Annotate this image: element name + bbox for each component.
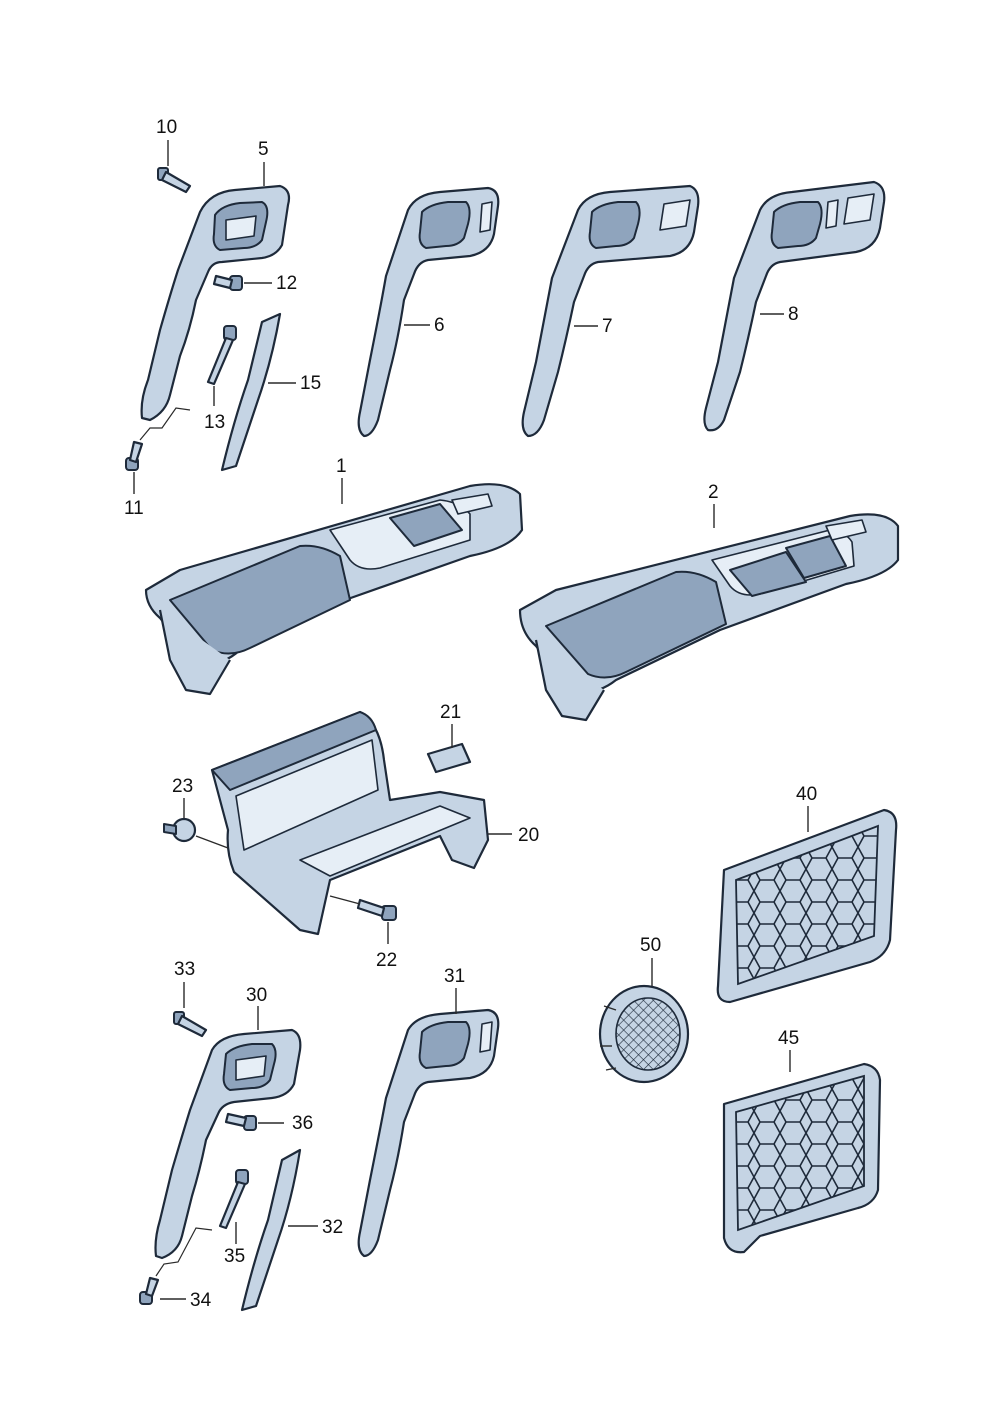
callout-15: 15 xyxy=(300,373,321,394)
part-6-handle-trim xyxy=(357,186,500,438)
callout-40: 40 xyxy=(796,784,817,805)
callout-12: 12 xyxy=(276,273,297,294)
callout-11: 11 xyxy=(124,498,144,519)
screw-35-icon xyxy=(218,1169,249,1230)
screw-33-icon xyxy=(173,1011,208,1038)
part-30-handle-trim xyxy=(154,1028,302,1260)
callout-5: 5 xyxy=(258,139,269,160)
callout-21: 21 xyxy=(440,702,461,723)
callout-7: 7 xyxy=(602,316,613,337)
callout-22: 22 xyxy=(376,950,397,971)
part-45-speaker-grille xyxy=(722,1062,882,1254)
callout-2: 2 xyxy=(708,482,719,503)
callout-10: 10 xyxy=(156,117,177,138)
callout-33: 33 xyxy=(174,959,195,980)
callout-6: 6 xyxy=(434,315,445,336)
callout-31: 31 xyxy=(444,966,465,987)
trim-strip-32 xyxy=(240,1148,302,1312)
screw-22-icon xyxy=(356,898,397,921)
leader-dash-11 xyxy=(139,407,191,441)
fastener-23-icon xyxy=(163,817,197,843)
leader-dash-34 xyxy=(155,1227,213,1277)
callout-35: 35 xyxy=(224,1246,245,1267)
part-8-handle-trim xyxy=(703,180,886,432)
screw-10-icon xyxy=(157,167,192,194)
screw-13-icon xyxy=(206,325,237,386)
callout-32: 32 xyxy=(322,1217,343,1238)
part-40-speaker-grille xyxy=(716,808,898,1004)
part-1-armrest xyxy=(144,483,524,696)
callout-1: 1 xyxy=(336,456,347,477)
leader-23b xyxy=(195,835,229,849)
part-20-bracket xyxy=(210,710,490,936)
callout-13: 13 xyxy=(204,412,225,433)
part-2-armrest xyxy=(518,513,900,722)
callout-23: 23 xyxy=(172,776,193,797)
part-5-handle-trim xyxy=(140,184,291,422)
part-7-handle-trim xyxy=(521,184,700,438)
trim-strip-15 xyxy=(220,312,282,472)
screw-11-icon xyxy=(125,440,144,471)
part-31-handle-trim xyxy=(357,1008,500,1258)
clip-21-icon xyxy=(426,742,472,774)
screw-12-icon xyxy=(212,274,243,291)
part-50-tweeter-cover xyxy=(598,984,690,1084)
leader-22b xyxy=(329,895,361,905)
callout-36: 36 xyxy=(292,1113,313,1134)
callout-34: 34 xyxy=(190,1290,212,1311)
screw-36-icon xyxy=(224,1112,257,1131)
callout-8: 8 xyxy=(788,304,799,325)
callout-30: 30 xyxy=(246,985,267,1006)
callout-20: 20 xyxy=(518,825,539,846)
callout-45: 45 xyxy=(778,1028,799,1049)
callout-50: 50 xyxy=(640,935,661,956)
screw-34-icon xyxy=(139,1276,160,1305)
